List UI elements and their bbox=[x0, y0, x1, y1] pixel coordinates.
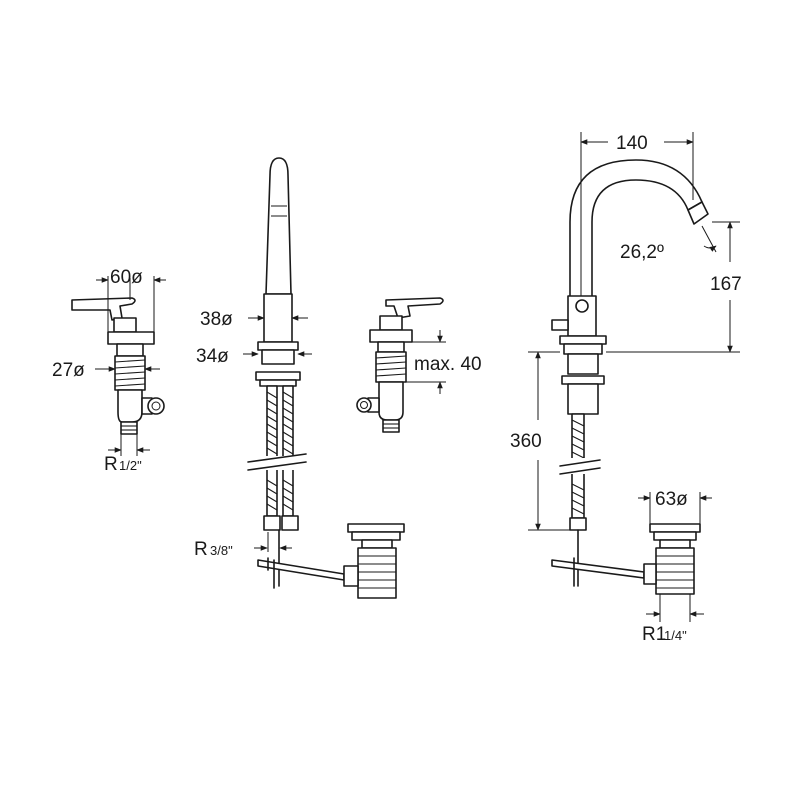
hose-thread-label: R bbox=[194, 539, 208, 560]
body-height-label: 360 bbox=[510, 431, 542, 452]
reach-label: 140 bbox=[616, 133, 648, 154]
valve-diameter-label: 27ø bbox=[52, 360, 85, 381]
hose-thread-fraction: 3/8" bbox=[210, 543, 233, 558]
gooseneck-spout-view: 140 26,2º 167 360 63ø R1 1/4" bbox=[510, 132, 742, 645]
spout-side-view: 38ø 34ø R 3/8" bbox=[194, 157, 405, 599]
outlet-height-label: 167 bbox=[710, 274, 742, 295]
waste-thread-fraction: 1/4" bbox=[664, 628, 687, 643]
spout-base-diameter-label: 34ø bbox=[196, 346, 229, 367]
angle-label: 26,2º bbox=[620, 242, 664, 263]
spout-diameter-label: 38ø bbox=[200, 309, 233, 330]
waste-thread-label: R1 bbox=[642, 624, 666, 645]
handle-diameter-label: 60ø bbox=[110, 267, 143, 288]
handle-valve-side-view: 60ø 27ø R 1/2" bbox=[52, 267, 166, 475]
waste-diameter-label: 63ø bbox=[655, 489, 688, 510]
valve-thread-label: R bbox=[104, 454, 118, 475]
handle-valve-front-view: max. 40 bbox=[356, 297, 482, 433]
max-depth-label: max. 40 bbox=[414, 354, 482, 375]
valve-thread-fraction: 1/2" bbox=[119, 458, 142, 473]
